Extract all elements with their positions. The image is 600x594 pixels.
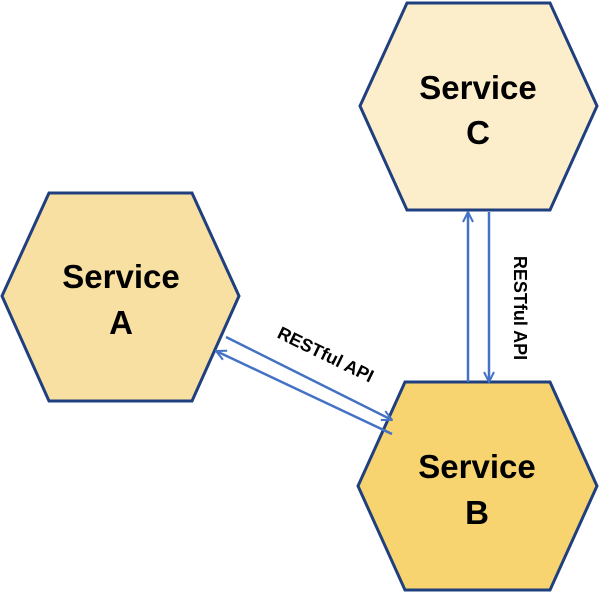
edge-a-b-label: RESTful API: [274, 323, 377, 387]
service-a-label-line1: Service: [62, 258, 179, 295]
service-a-hexagon: [0, 191, 241, 403]
service-b-node[interactable]: Service B: [356, 380, 599, 592]
service-b-label-line1: Service: [418, 448, 535, 485]
service-c-label-line2: C: [466, 114, 490, 151]
service-a-node[interactable]: Service A: [0, 191, 241, 403]
service-b-hexagon: [356, 380, 599, 592]
service-c-label-line1: Service: [419, 69, 536, 106]
edge-b-c: RESTful API: [468, 212, 530, 382]
service-b-label-line2: B: [465, 494, 489, 531]
edge-a-b: RESTful API: [216, 323, 393, 436]
arrow-a-to-b: [225, 335, 392, 422]
service-c-node[interactable]: Service C: [358, 1, 599, 212]
edge-b-c-label: RESTful API: [510, 256, 530, 360]
arrow-b-to-a: [216, 351, 393, 436]
service-c-hexagon: [358, 1, 599, 212]
service-a-label-line2: A: [109, 304, 133, 341]
